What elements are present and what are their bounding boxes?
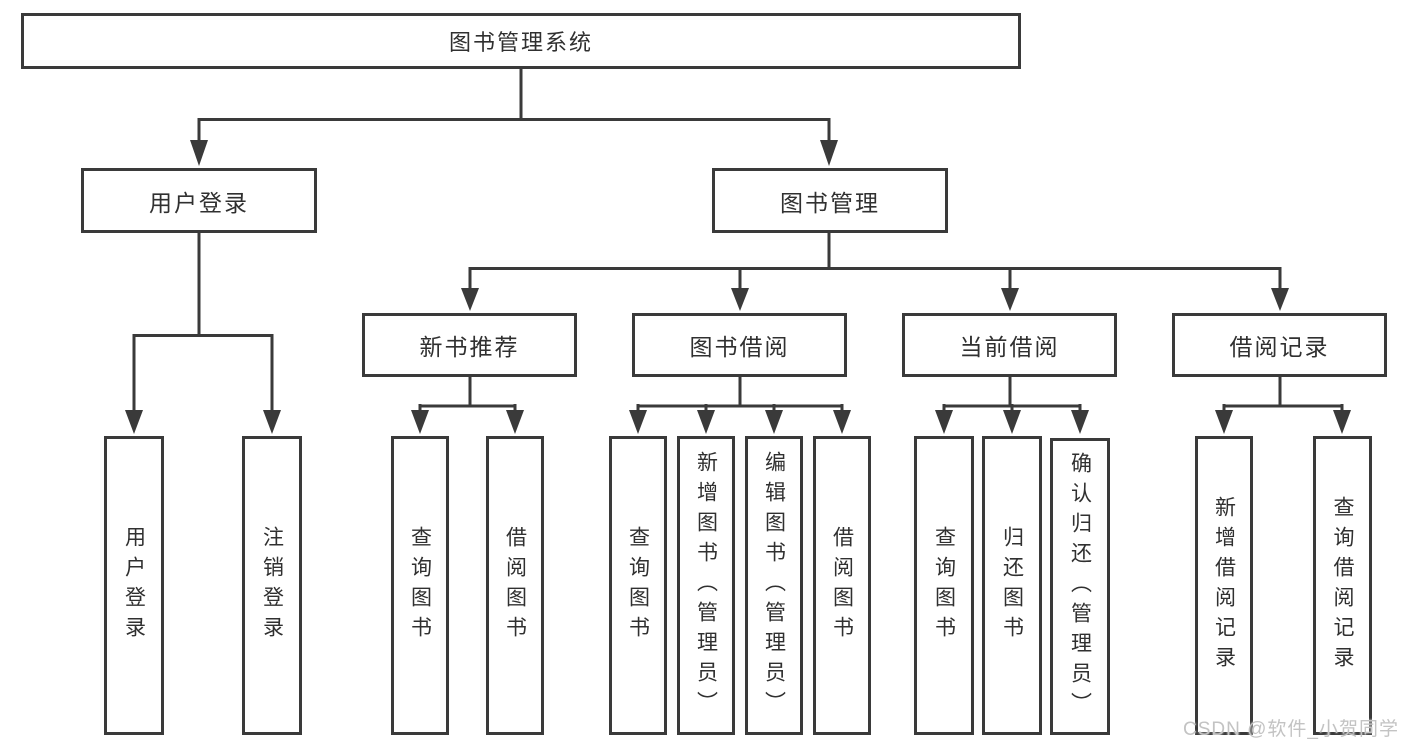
leaf-borrow-books-recommend-label: 借阅图书	[503, 525, 527, 646]
leaf-query-books-current: 查询图书	[914, 436, 974, 735]
leaf-add-book-admin-label: 新增图书（管理员）	[694, 450, 718, 721]
leaf-confirm-return-admin-label: 确认归还（管理员）	[1068, 451, 1092, 722]
leaf-user-login: 用户登录	[104, 436, 164, 735]
node-book-management: 图书管理	[712, 168, 948, 233]
node-new-book-recommendation: 新书推荐	[362, 313, 577, 377]
watermark: CSDN @软件_小贺同学	[1183, 719, 1399, 740]
leaf-borrow-books-recommend: 借阅图书	[486, 436, 544, 735]
node-user-login: 用户登录	[81, 168, 317, 233]
leaf-query-borrow-record-label: 查询借阅记录	[1331, 495, 1354, 676]
root-box-library-management-system: 图书管理系统	[21, 13, 1021, 69]
leaf-query-books-borrow-label: 查询图书	[626, 525, 650, 646]
leaf-query-books-recommend: 查询图书	[391, 436, 449, 735]
leaf-logout-label: 注销登录	[260, 525, 284, 646]
leaf-confirm-return-admin: 确认归还（管理员）	[1050, 438, 1110, 735]
leaf-query-books-recommend-label: 查询图书	[408, 525, 432, 646]
leaf-borrow-books: 借阅图书	[813, 436, 871, 735]
arrowhead-icons	[125, 140, 1351, 434]
leaf-edit-book-admin: 编辑图书（管理员）	[745, 436, 803, 735]
node-borrowing-records: 借阅记录	[1172, 313, 1387, 377]
leaf-query-borrow-record: 查询借阅记录	[1313, 436, 1372, 735]
leaf-add-book-admin: 新增图书（管理员）	[677, 436, 735, 735]
leaf-add-borrow-record: 新增借阅记录	[1195, 436, 1253, 735]
leaf-edit-book-admin-label: 编辑图书（管理员）	[762, 450, 786, 721]
leaf-add-borrow-record-label: 新增借阅记录	[1212, 495, 1236, 676]
node-book-borrowing: 图书借阅	[632, 313, 847, 377]
leaf-user-login-label: 用户登录	[122, 525, 146, 646]
leaf-borrow-books-label: 借阅图书	[830, 525, 854, 646]
leaf-query-books-current-label: 查询图书	[932, 525, 956, 646]
leaf-return-book-label: 归还图书	[1000, 525, 1024, 646]
leaf-logout: 注销登录	[242, 436, 302, 735]
node-current-borrowing: 当前借阅	[902, 313, 1117, 377]
leaf-return-book: 归还图书	[982, 436, 1042, 735]
leaf-query-books-borrow: 查询图书	[609, 436, 667, 735]
